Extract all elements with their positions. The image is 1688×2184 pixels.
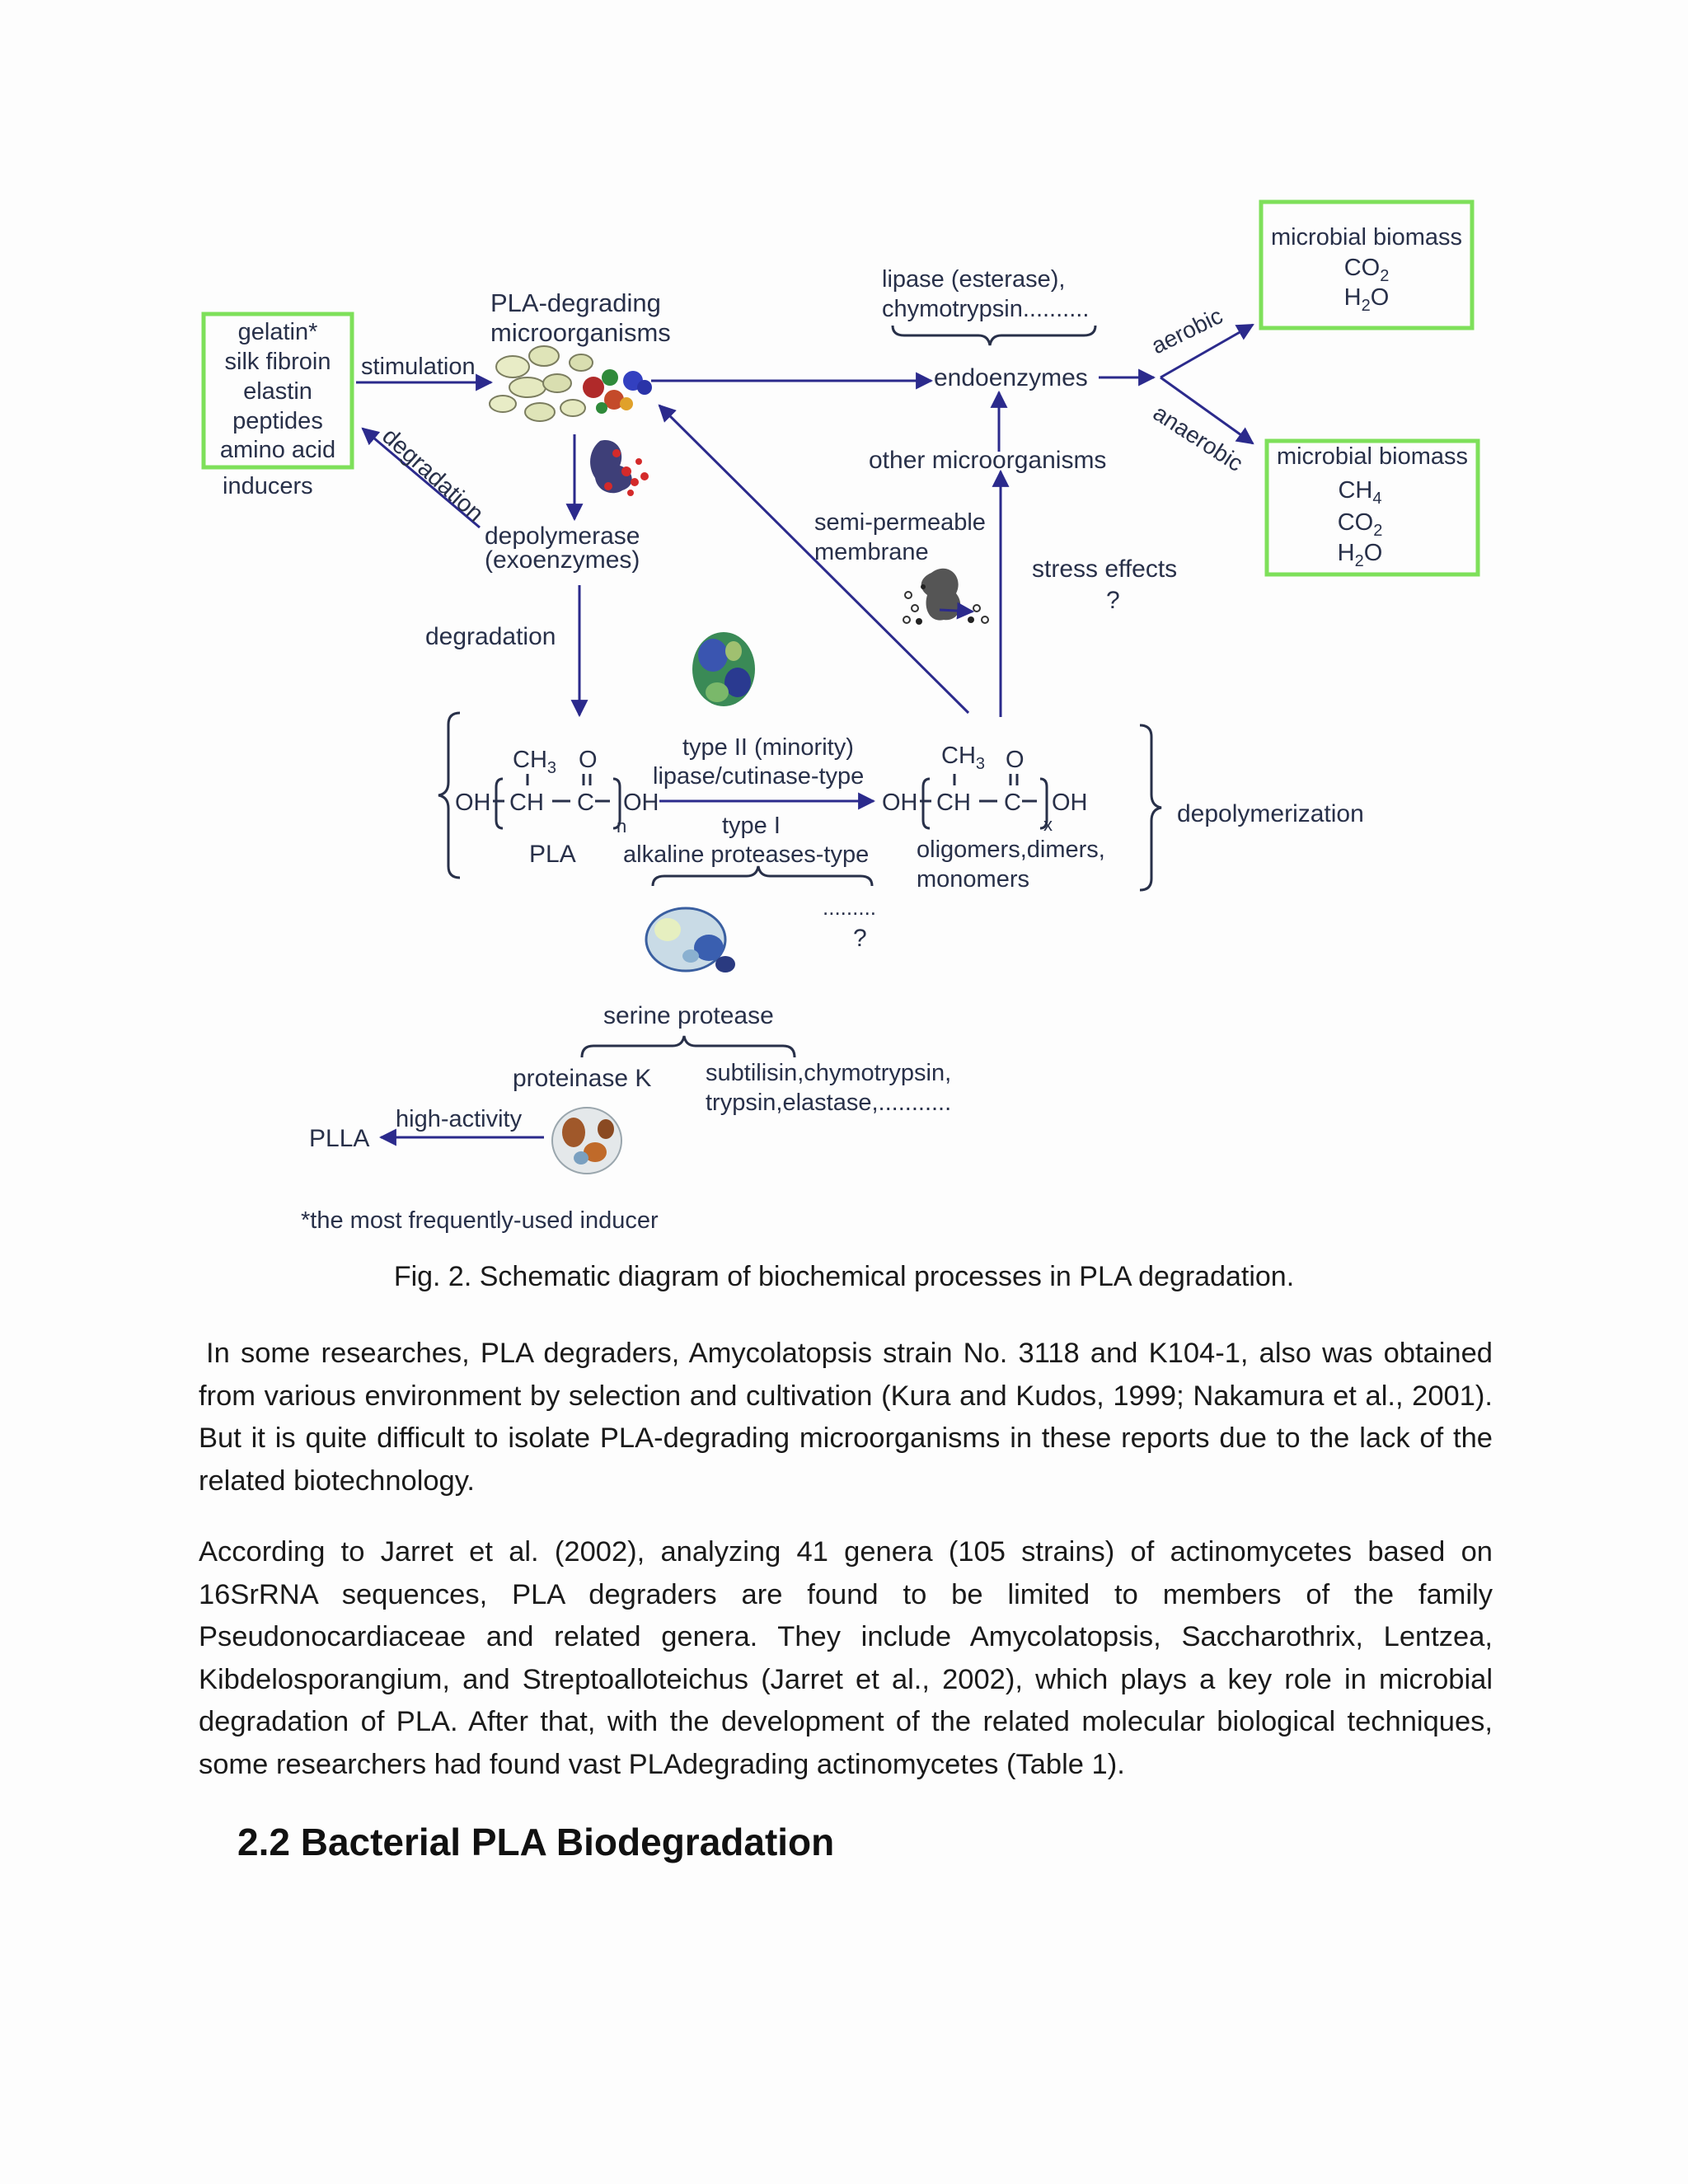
aerobic-h2o: H2O	[1344, 284, 1390, 315]
type1-label: type I	[722, 813, 781, 839]
degradation-label: degradation	[425, 623, 556, 650]
stress-effects-label: stress effects	[1032, 555, 1177, 583]
anaerobic-biomass: microbial biomass	[1277, 443, 1468, 470]
pla-formula: CH3 O OH CH C n OH	[455, 747, 659, 837]
svg-text:C: C	[577, 790, 594, 816]
svg-text:OH: OH	[1052, 790, 1088, 816]
monomers-label: monomers	[917, 866, 1029, 893]
serine-protease-label: serine protease	[603, 1002, 774, 1029]
anaerobic-co2: CO2	[1338, 509, 1383, 540]
left-brace	[438, 711, 461, 879]
subtilisin-label: subtilisin,chymotrypsin,	[706, 1060, 951, 1086]
svg-text:CH: CH	[509, 790, 544, 816]
inducer-footnote: *the most frequently-used inducer	[301, 1207, 659, 1234]
oligomer-formula: CH3 O OH CH C x OH	[882, 743, 1088, 835]
microorganisms-cluster-image	[489, 345, 652, 422]
pla-degradation-diagram: gelatin* silk fibroin elastin peptides a…	[201, 199, 1480, 1234]
anaerobic-products-box: microbial biomass CH4 CO2 H2O	[1264, 438, 1480, 577]
membrane-image	[903, 568, 989, 625]
endoenzymes-label: endoenzymes	[934, 364, 1088, 391]
serine-protease-brace	[580, 1035, 796, 1058]
pla-label: PLA	[529, 841, 576, 868]
semi-permeable-label: semi-permeable	[814, 509, 986, 536]
svg-text:OH: OH	[623, 790, 659, 816]
proteases-brace	[651, 865, 874, 887]
inducers-box: gelatin* silk fibroin elastin peptides a…	[201, 312, 354, 470]
alkaline-proteases-label: alkaline proteases-type	[623, 841, 869, 868]
aerobic-co2: CO2	[1344, 255, 1390, 285]
anaerobic-label: anaerobic	[1149, 400, 1248, 476]
svg-text:x: x	[1043, 814, 1053, 835]
svg-text:O: O	[579, 747, 598, 773]
svg-text:CH3: CH3	[513, 747, 556, 777]
figure-caption: Fig. 2. Schematic diagram of biochemical…	[393, 1261, 1295, 1292]
inducer-amino-acid: amino acid	[220, 437, 335, 463]
svg-text:n: n	[617, 816, 626, 837]
dots-ellipsis: .........	[823, 895, 876, 920]
svg-text:OH: OH	[882, 790, 918, 816]
membrane-label: membrane	[814, 539, 929, 565]
svg-text:CH: CH	[936, 790, 971, 816]
trypsin-elastase-label: trypsin,elastase,...........	[706, 1090, 951, 1116]
inducers-label: inducers	[223, 473, 313, 499]
lipase-protein-image	[692, 632, 755, 706]
right-brace	[1139, 724, 1162, 892]
lipase-cutinase-label: lipase/cutinase-type	[653, 763, 864, 790]
aerobic-label: aerobic	[1147, 302, 1226, 359]
anaerobic-ch4: CH4	[1338, 477, 1381, 508]
oligomers-label: oligomers,dimers,	[917, 837, 1105, 863]
depolymerase-protein-image	[590, 440, 649, 496]
proteinase-k-label: proteinase K	[513, 1065, 651, 1092]
unknown-question-mark: ?	[853, 925, 867, 952]
microbes-label-line1: PLA-degrading	[490, 288, 661, 317]
degradation-diagonal-arrow	[361, 427, 481, 529]
section-heading: 2.2 Bacterial PLA Biodegradation	[237, 1821, 835, 1863]
lipase-brace	[891, 325, 1097, 346]
aerobic-products-box: microbial biomass CO2 H2O	[1259, 199, 1475, 330]
degradation-diagonal-label: degradation	[377, 423, 488, 527]
aerobic-arrow	[1160, 323, 1254, 379]
stimulation-label: stimulation	[361, 354, 476, 380]
body-paragraph-2: According to Jarret et al. (2002), analy…	[199, 1536, 1493, 1780]
oligomers-to-microbes-arrow	[658, 404, 970, 715]
exoenzymes-label: (exoenzymes)	[485, 546, 640, 574]
svg-text:CH3: CH3	[941, 743, 985, 773]
alkaline-protease-image	[645, 907, 735, 972]
inducer-silk-fibroin: silk fibroin	[225, 349, 331, 375]
svg-text:OH: OH	[455, 790, 491, 816]
proteinase-k-image	[551, 1107, 622, 1174]
stress-question-mark: ?	[1106, 587, 1120, 614]
lipase-label: lipase (esterase),	[882, 266, 1065, 293]
microbes-label-line2: microorganisms	[490, 318, 671, 347]
anaerobic-h2o: H2O	[1338, 540, 1383, 570]
anaerobic-arrow	[1160, 376, 1254, 445]
inducer-gelatin: gelatin*	[238, 319, 318, 345]
aerobic-biomass: microbial biomass	[1271, 224, 1462, 251]
high-activity-label: high-activity	[396, 1106, 523, 1132]
chymotrypsin-label: chymotrypsin..........	[882, 296, 1089, 322]
depolymerization-label: depolymerization	[1177, 800, 1364, 827]
inducer-peptides: peptides	[232, 408, 323, 434]
body-paragraph-1: In some researches, PLA degraders, Amyco…	[199, 1338, 1493, 1497]
svg-text:O: O	[1006, 747, 1025, 773]
other-microorganisms-label: other microorganisms	[869, 447, 1106, 474]
plla-label: PLLA	[309, 1125, 369, 1152]
inducer-elastin: elastin	[243, 378, 312, 405]
type2-label: type II (minority)	[682, 734, 854, 761]
svg-text:C: C	[1004, 790, 1021, 816]
depolymerase-label: depolymerase	[485, 523, 640, 550]
